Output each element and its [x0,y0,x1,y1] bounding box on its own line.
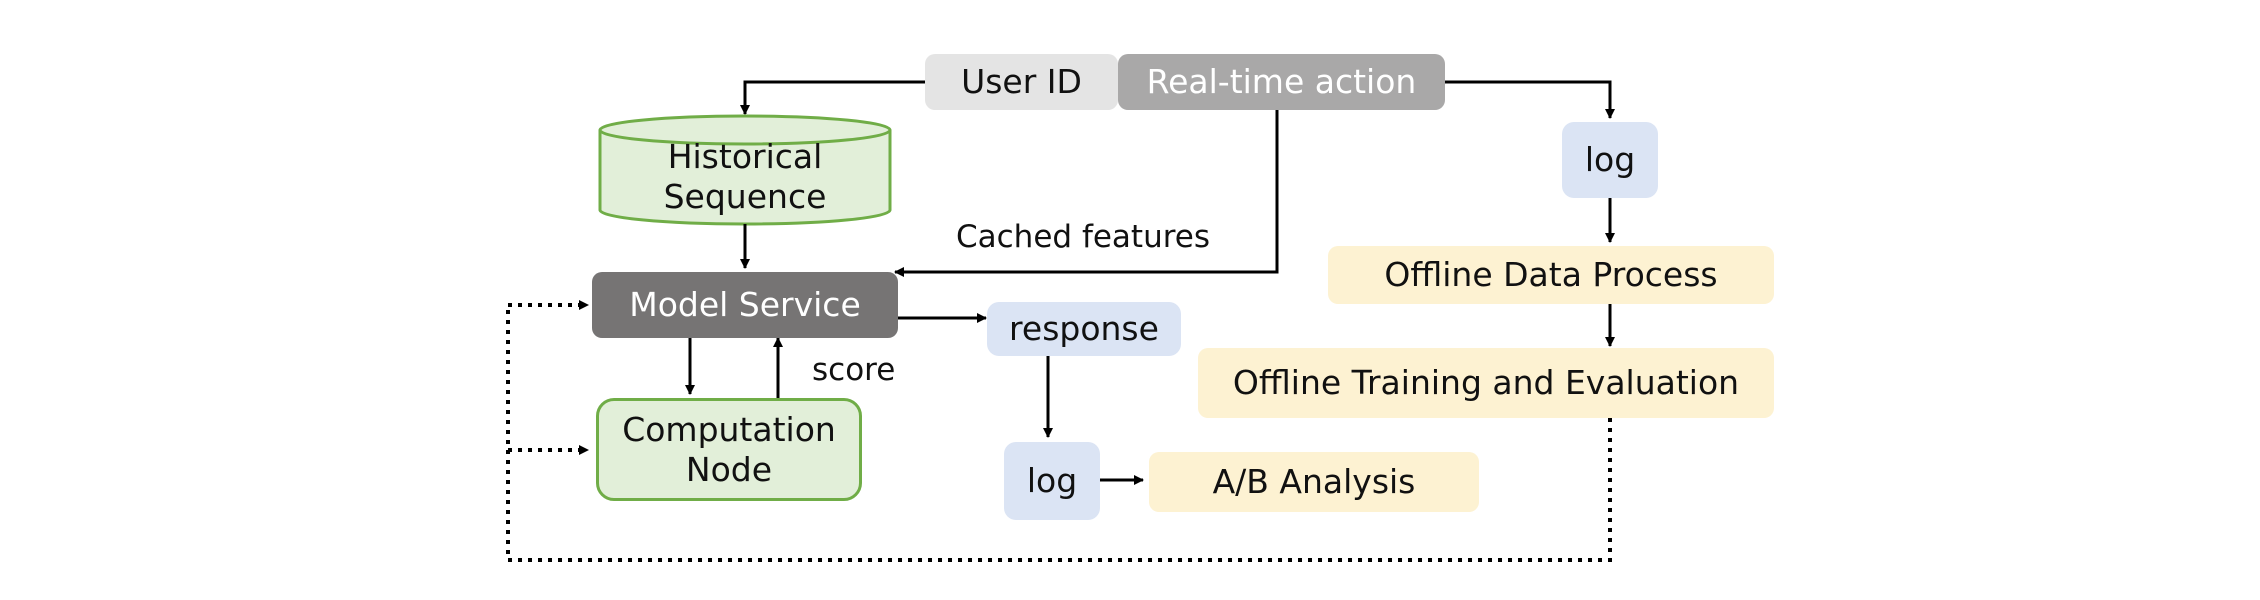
ab-analysis-box: A/B Analysis [1149,452,1479,512]
dotted-feedback-loop [506,305,1612,562]
user-id-box: User ID [925,54,1118,110]
cached-features-label: Cached features [956,219,1211,255]
model-service-box: Model Service [592,272,898,338]
realtime-action-box: Real-time action [1118,54,1445,110]
log-right-box: log [1562,122,1658,198]
score-label: score [812,352,896,388]
response-box: response [987,302,1181,356]
offline-training-box: Offline Training and Evaluation [1198,348,1774,418]
arrow-realtime-to-log [1445,80,1615,119]
historical-sequence-cylinder [598,114,892,226]
computation-node-box: Computation Node [596,398,862,501]
arrow-userid-to-history [740,80,925,115]
log-bottom-box: log [1004,442,1100,520]
offline-data-process-box: Offline Data Process [1328,246,1774,304]
historical-sequence-label: Historical Sequence [663,137,827,216]
arrow-realtime-to-model [894,102,1279,277]
